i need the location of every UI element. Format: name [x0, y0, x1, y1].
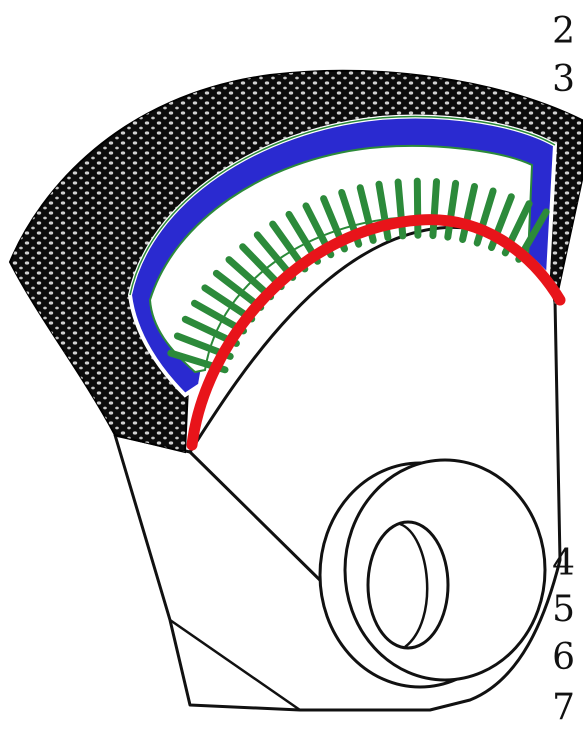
green-fiber	[433, 182, 437, 236]
label-4: 4	[552, 546, 575, 582]
label-5: 5	[552, 592, 575, 628]
label-3: 3	[552, 62, 575, 98]
label-2: 2	[552, 14, 575, 50]
lens-ring	[320, 460, 545, 687]
label-6: 6	[552, 640, 575, 676]
green-fiber	[417, 181, 418, 235]
label-7: 7	[552, 690, 575, 726]
